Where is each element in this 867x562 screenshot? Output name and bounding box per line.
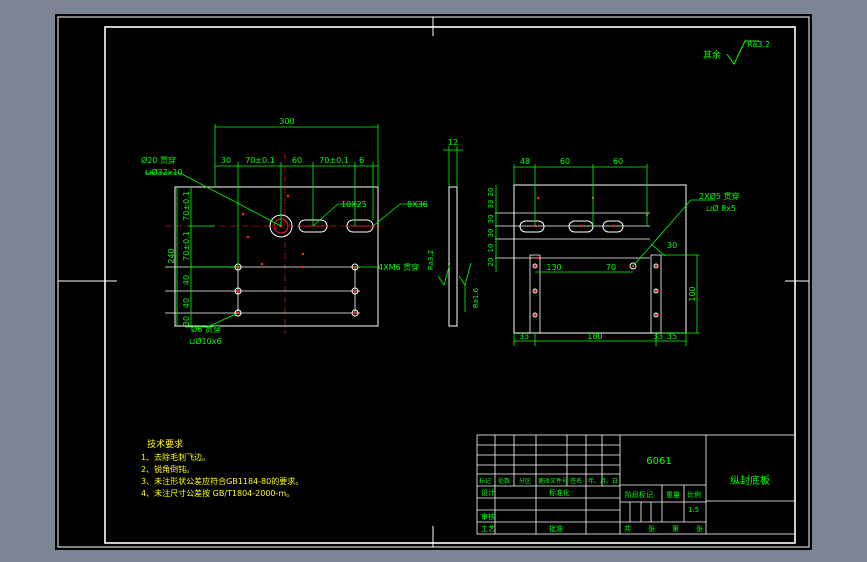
centering-marks: [58, 17, 809, 547]
right-dim-mid-1: 130: [546, 263, 561, 272]
right-dim-mid-2: 70: [606, 263, 616, 272]
right-dim-bottom-4: 35: [667, 332, 677, 341]
front-callout-slot-b: 8X36: [407, 200, 428, 209]
front-dim-overall-width: 300: [279, 117, 294, 126]
title-block-sheet-label: 张: [648, 524, 655, 533]
title-block-stage-mark: 阶段标记: [625, 490, 653, 499]
title-block-label-approve: 批准: [549, 524, 563, 533]
front-callout-slot-a: 10X25: [341, 200, 367, 209]
front-dim-top-1: 30: [221, 156, 231, 165]
right-callout-line1: 2XØ5 贯穿: [699, 191, 740, 201]
tech-req-item: 1、去除毛刺飞边。: [141, 452, 210, 462]
right-dim-left-1: 20: [487, 188, 495, 197]
right-dim-left-4: 30: [487, 229, 495, 238]
tech-req-item: 4、未注尺寸公差按 GB/T1804-2000-m。: [141, 488, 294, 498]
roughness-value: Ra3.2: [747, 40, 770, 49]
front-dim-top-3: 60: [292, 156, 302, 165]
right-slot-a: [519, 220, 545, 233]
title-block-header: 处数: [498, 477, 510, 485]
front-dim-left-1: 70±0.1: [182, 191, 191, 221]
front-callout-big-hole-line1: Ø20 贯穿: [141, 155, 176, 165]
right-callout-line2: ⊔Ø 8x5: [706, 203, 736, 213]
front-dim-top-5: 6: [359, 156, 364, 165]
title-block-header: 标记: [479, 477, 491, 485]
title-block-header: 分区: [519, 477, 531, 485]
right-dim-left-2: 33: [487, 200, 495, 209]
tech-req-item: 2、锐角倒钝。: [141, 464, 194, 474]
front-view: 300 30 70±0.1 60 70±0.1 6 70±0.1 70±0.1 …: [141, 117, 428, 346]
side-view: 12 Ra3.2 Ra1.6: [427, 138, 480, 327]
title-block-label-standard: 标准化: [549, 488, 570, 497]
front-callout-small-hole-line2: ⊔Ø10x6: [189, 336, 222, 346]
title-block-scale: 1:5: [688, 506, 699, 514]
right-dim-left-5: 10: [487, 244, 495, 253]
right-slot-c: [602, 220, 624, 233]
title-block-material: 6061: [646, 456, 671, 467]
front-callout-tapped: 4XM6 贯穿: [378, 262, 419, 272]
tech-requirements: 技术要求 1、去除毛刺飞边。 2、锐角倒钝。 3、未注形状公差应符合GB1184…: [141, 438, 303, 498]
front-dim-left-4: 40: [182, 298, 191, 308]
front-dim-left-3: 40: [182, 275, 191, 285]
title-block-sheet-label: 共: [624, 524, 631, 533]
roughness-label: 其余: [703, 49, 721, 61]
title-block-label-design: 设计: [481, 488, 495, 497]
tech-req-title: 技术要求: [147, 438, 183, 450]
cad-viewport[interactable]: 其余 Ra3.2: [55, 14, 812, 550]
inner-frame: [104, 26, 796, 544]
side-roughness-1: Ra3.2: [427, 250, 435, 270]
right-dim-height: 100: [688, 286, 697, 301]
front-dim-left-2: 70±0.1: [182, 231, 191, 261]
title-block-ratio: 比例: [687, 490, 701, 499]
right-slot-b: [568, 220, 594, 233]
side-roughness-2: Ra1.6: [472, 287, 480, 308]
right-dim-bottom-3: 33: [653, 332, 663, 341]
front-dim-top-2: 70±0.1: [245, 156, 275, 165]
right-dim-top-1: 48: [520, 157, 530, 166]
title-block-header: 更改文件号: [538, 477, 568, 485]
right-dim-bottom-2: 180: [587, 332, 602, 341]
right-dim-top-2: 60: [560, 157, 570, 166]
title-block-sheet-label: 第: [672, 524, 679, 533]
front-callout-small-hole-line1: Ø6 贯穿: [191, 324, 221, 334]
tech-req-item: 3、未注形状公差应符合GB1184-80的要求。: [141, 476, 303, 486]
front-dim-left-5: 30: [182, 316, 191, 326]
front-dim-top-4: 70±0.1: [319, 156, 349, 165]
right-view: 48 60 60 20 33 30 30 10 20 130 70 33 180…: [487, 157, 740, 346]
title-block: 6061 纵封底板 1:5 标记 处数 分区 更改文件号 签名 年、月、日 设计…: [476, 434, 796, 535]
engineering-drawing: 其余 Ra3.2: [57, 16, 810, 548]
title-block-header: 年、月、日: [588, 477, 618, 485]
front-plate-outline: [174, 186, 379, 327]
title-block-part-name: 纵封底板: [730, 474, 770, 487]
right-plate-outline: [513, 184, 687, 334]
title-block-sheet-label: 张: [696, 524, 703, 533]
right-dim-bottom-1: 33: [519, 332, 529, 341]
right-dim-left-3: 30: [487, 215, 495, 224]
title-block-header: 签名: [570, 477, 582, 485]
side-dim-thickness: 12: [448, 138, 458, 147]
roughness-symbol: 其余 Ra3.2: [703, 40, 770, 65]
side-plate-outline: [448, 186, 458, 327]
front-callout-big-hole-line2: ⊔Ø32x10: [145, 167, 183, 177]
right-dim-top-3: 60: [613, 157, 623, 166]
title-block-label-process: 工艺: [481, 525, 495, 533]
title-block-weight: 重量: [666, 491, 680, 499]
right-dim-left-6: 20: [487, 258, 495, 267]
front-dim-left-overall: 240: [167, 248, 176, 263]
title-block-label-review: 审核: [481, 512, 495, 521]
right-dim-angle: 30: [667, 241, 677, 250]
